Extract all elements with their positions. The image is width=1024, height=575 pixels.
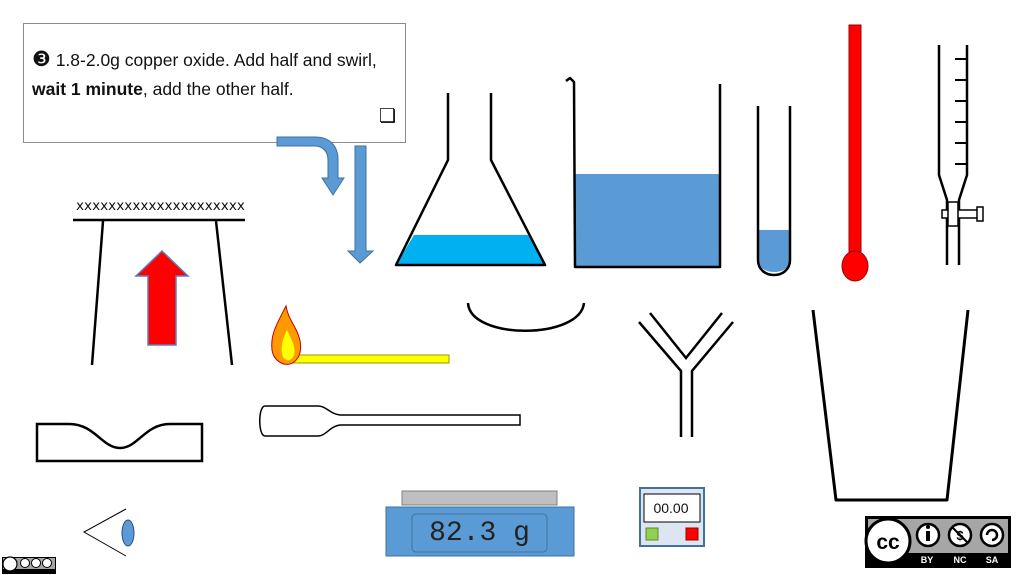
evaporating-basin[interactable] [466,302,586,332]
stopwatch[interactable] [639,487,705,547]
cc-license-badge-large[interactable]: cc $ BY NC SA [864,516,1011,568]
burette[interactable] [937,45,984,265]
eye-icon [82,508,135,557]
bent-arrow [276,136,345,196]
heat-arrow [134,249,190,346]
heatproof-mat[interactable] [35,422,204,463]
cc-license-badge-small[interactable] [2,556,56,574]
instruction-text: ❸ 1.8-2.0g copper oxide. Add half and sw… [32,46,402,104]
creative-commons-icon: cc [864,517,912,565]
balance[interactable] [385,490,575,557]
spatula[interactable] [259,405,521,437]
sharealike-icon [979,522,1005,548]
step-number: ❸ [32,48,51,71]
stopwatch-start-button[interactable] [645,527,659,541]
gauze-label: xxxxxxxxxxxxxxxxxxxxx [76,198,245,214]
instruction-text-part1: 1.8-2.0g copper oxide. Add half and swir… [50,50,377,70]
stopwatch-stop-button[interactable] [685,527,699,541]
down-arrow [346,145,375,264]
large-beaker[interactable] [811,309,970,502]
instruction-text-bold: wait 1 minute [32,79,143,99]
beaker[interactable] [565,76,722,269]
license-term-by: BY [921,555,934,565]
license-term-sa: SA [986,555,999,565]
conical-flask[interactable] [394,93,547,267]
cc-text: cc [876,531,900,554]
filter-funnel[interactable] [638,312,734,437]
thermometer[interactable] [841,24,869,282]
flame-icon [271,304,302,365]
test-tube[interactable] [756,106,792,277]
instruction-text-part2: , add the other half. [142,79,294,99]
balance-readout: 82.3 g [429,518,530,549]
step-checkbox[interactable]: ❏ [378,106,396,127]
instruction-box: ❸ 1.8-2.0g copper oxide. Add half and sw… [23,23,406,143]
tripod[interactable] [73,218,245,366]
burette-tap[interactable] [941,201,984,227]
lit-match[interactable] [271,304,450,365]
stopwatch-readout: 00.00 [653,500,689,516]
license-term-nc: NC [954,555,967,565]
